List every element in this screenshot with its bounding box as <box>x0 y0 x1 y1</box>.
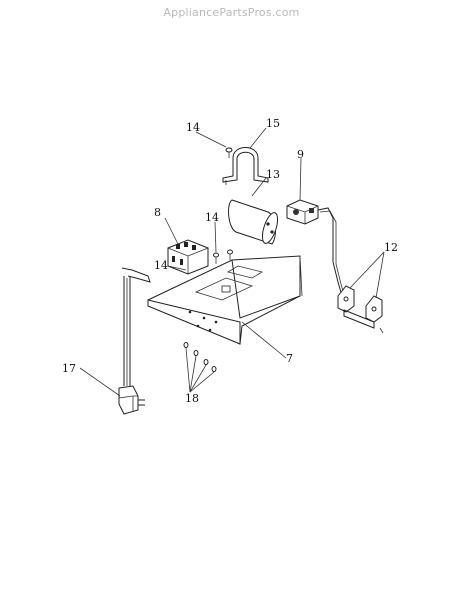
callout-7: 7 <box>286 352 293 365</box>
callout-13: 13 <box>266 168 280 181</box>
capacitor-part <box>228 199 279 245</box>
watermark-text: AppliancePartsPros.com <box>163 6 300 19</box>
callout-12: 12 <box>384 241 398 254</box>
callout-14-middle: 14 <box>205 211 219 224</box>
callout-9: 9 <box>297 148 304 161</box>
overload-relay-part <box>286 199 319 225</box>
screw-part-top <box>225 147 233 158</box>
mounting-bracket-part <box>337 285 384 334</box>
callout-15: 15 <box>266 117 280 130</box>
screw-part-middle <box>213 249 233 264</box>
power-cord-part <box>118 267 151 415</box>
callout-17: 17 <box>62 362 76 375</box>
leader-lines <box>79 127 385 397</box>
clamp-bracket-part <box>222 147 269 185</box>
terminal-block-part <box>167 239 209 275</box>
callout-18: 18 <box>185 392 199 405</box>
screw-set-part-bottom <box>183 342 217 372</box>
callout-14-left: 14 <box>154 259 168 272</box>
callout-14-top: 14 <box>186 121 200 134</box>
callout-8: 8 <box>154 206 161 219</box>
base-plate-part <box>147 255 303 345</box>
